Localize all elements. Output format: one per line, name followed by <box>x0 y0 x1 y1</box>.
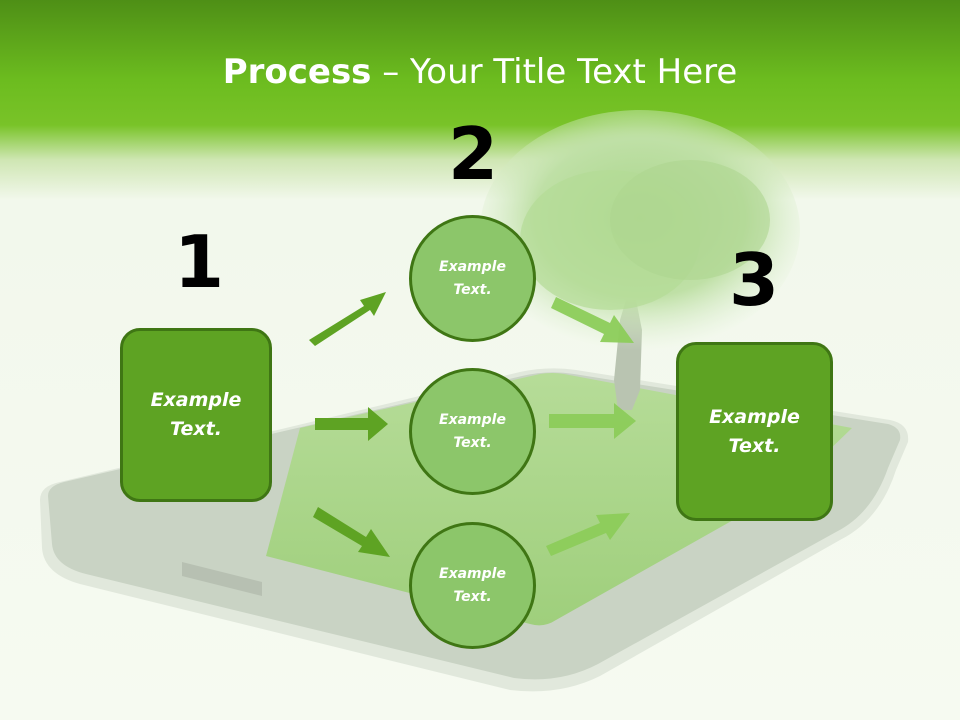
step-3-box-line2: Text. <box>728 434 781 457</box>
arrow-1-to-circle-bottom <box>313 507 390 557</box>
step-2-circle-top[interactable]: Example Text. <box>409 215 536 342</box>
step-2-circle-middle[interactable]: Example Text. <box>409 368 536 495</box>
step-number-3: 3 <box>728 238 780 322</box>
slide-title: Process – Your Title Text Here <box>0 52 960 92</box>
circle-bottom-line2: Text. <box>453 588 492 605</box>
circle-middle-line2: Text. <box>453 434 492 451</box>
step-1-box[interactable]: Example Text. <box>120 328 272 502</box>
step-number-2: 2 <box>447 112 499 196</box>
circle-middle-line1: Example <box>439 411 506 428</box>
tablet-home-slot <box>182 562 262 596</box>
arrow-1-to-circle-top <box>309 292 386 346</box>
step-1-box-line1: Example <box>150 389 242 411</box>
circle-top-line2: Text. <box>453 281 492 298</box>
step-number-1: 1 <box>173 220 225 304</box>
circle-bottom-line1: Example <box>439 565 506 582</box>
arrow-circle-bottom-to-3 <box>546 513 630 556</box>
title-bold: Process <box>222 52 372 92</box>
step-2-circle-bottom[interactable]: Example Text. <box>409 522 536 649</box>
step-1-box-line2: Text. <box>170 418 222 440</box>
arrow-1-to-circle-middle <box>315 407 388 441</box>
arrow-circle-top-to-3 <box>551 297 634 343</box>
step-3-box[interactable]: Example Text. <box>676 342 833 521</box>
circle-top-line1: Example <box>439 258 506 275</box>
step-3-box-line1: Example <box>709 405 800 428</box>
title-rest: – Your Title Text Here <box>371 52 738 92</box>
arrow-circle-middle-to-3 <box>549 403 636 439</box>
